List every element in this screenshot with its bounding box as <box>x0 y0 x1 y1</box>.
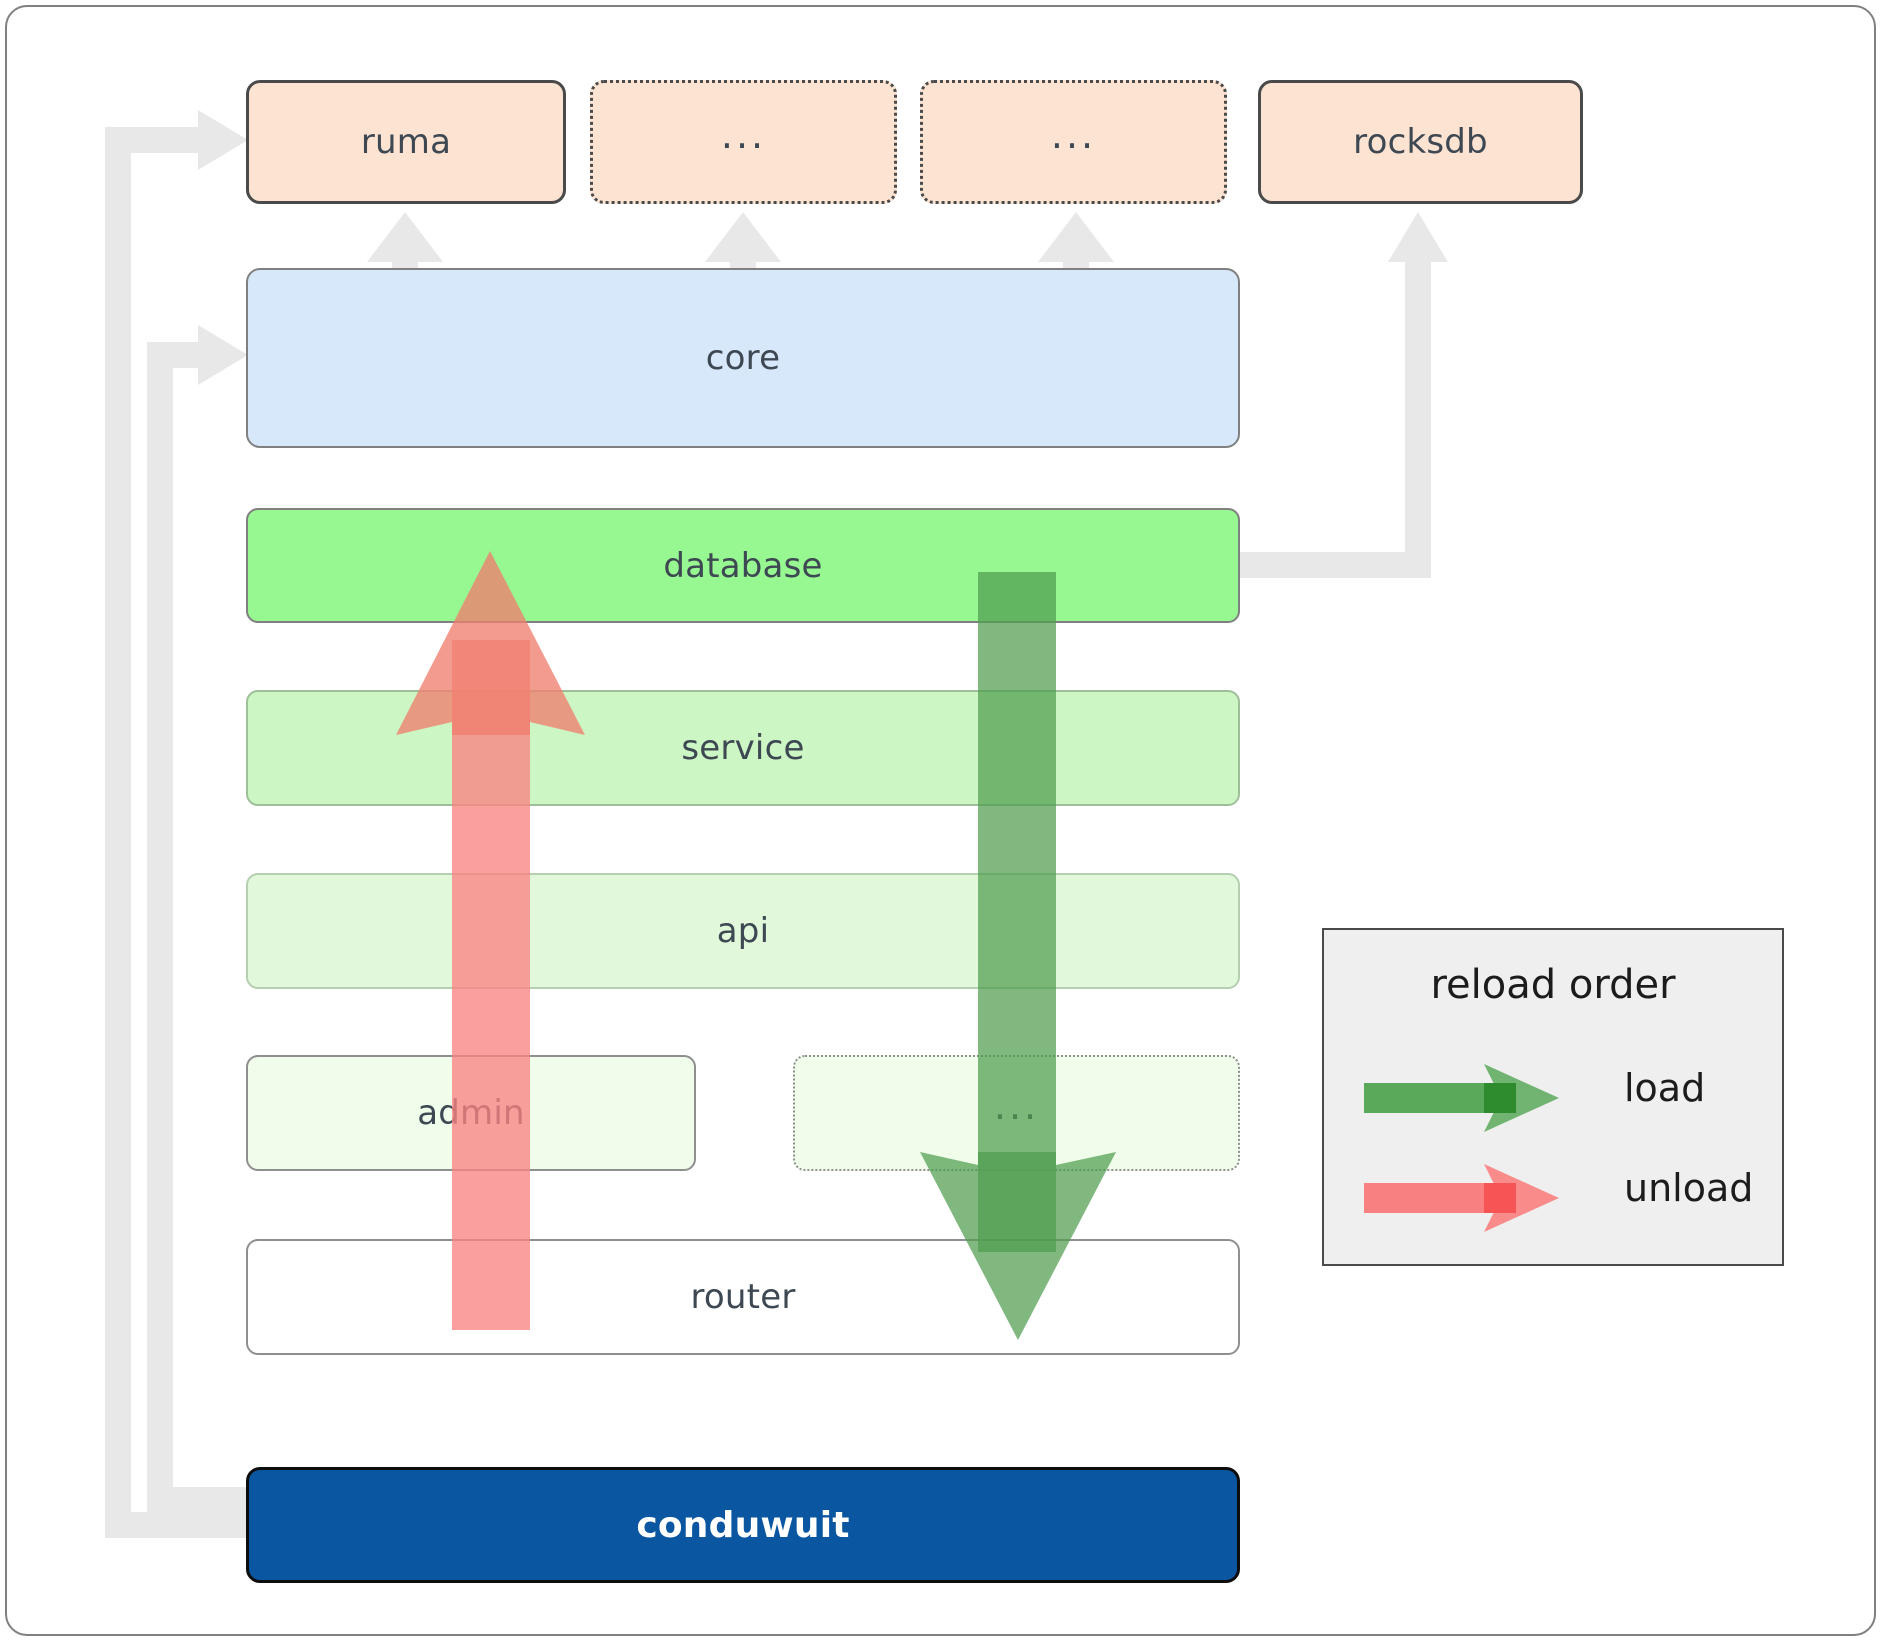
legend-row-unload: unload <box>1324 1158 1782 1238</box>
node-core-label: core <box>705 338 781 378</box>
legend-row-load: load <box>1324 1058 1782 1138</box>
node-database[interactable]: database <box>246 508 1240 623</box>
node-dots-1[interactable]: ... <box>590 80 897 204</box>
legend-label-unload: unload <box>1624 1166 1754 1210</box>
node-admin[interactable]: admin <box>246 1055 696 1171</box>
node-database-label: database <box>663 545 823 586</box>
node-dots-3[interactable]: ... <box>793 1055 1240 1171</box>
node-conduwuit-label: conduwuit <box>636 1504 850 1546</box>
diagram-frame <box>5 5 1876 1636</box>
legend-label-load: load <box>1624 1066 1706 1110</box>
node-dots-2[interactable]: ... <box>920 80 1227 204</box>
node-router-label: router <box>690 1277 796 1317</box>
node-ruma-label: ruma <box>360 122 452 162</box>
legend-title: reload order <box>1430 962 1676 1008</box>
node-dots-3-label: ... <box>993 1084 1040 1129</box>
node-dots-1-label: ... <box>720 113 767 158</box>
node-api[interactable]: api <box>246 873 1240 989</box>
node-ruma[interactable]: ruma <box>246 80 566 204</box>
node-rocksdb[interactable]: rocksdb <box>1258 80 1583 204</box>
unload-arrow-icon <box>1364 1164 1559 1232</box>
legend-panel: reload order load unload <box>1322 928 1784 1266</box>
load-arrow-icon <box>1364 1064 1559 1132</box>
node-service[interactable]: service <box>246 690 1240 806</box>
node-api-label: api <box>716 911 770 951</box>
node-router[interactable]: router <box>246 1239 1240 1355</box>
node-service-label: service <box>681 728 805 768</box>
node-conduwuit[interactable]: conduwuit <box>246 1467 1240 1583</box>
node-admin-label: admin <box>417 1093 525 1133</box>
node-rocksdb-label: rocksdb <box>1353 122 1488 162</box>
node-core[interactable]: core <box>246 268 1240 448</box>
node-dots-2-label: ... <box>1050 113 1097 158</box>
